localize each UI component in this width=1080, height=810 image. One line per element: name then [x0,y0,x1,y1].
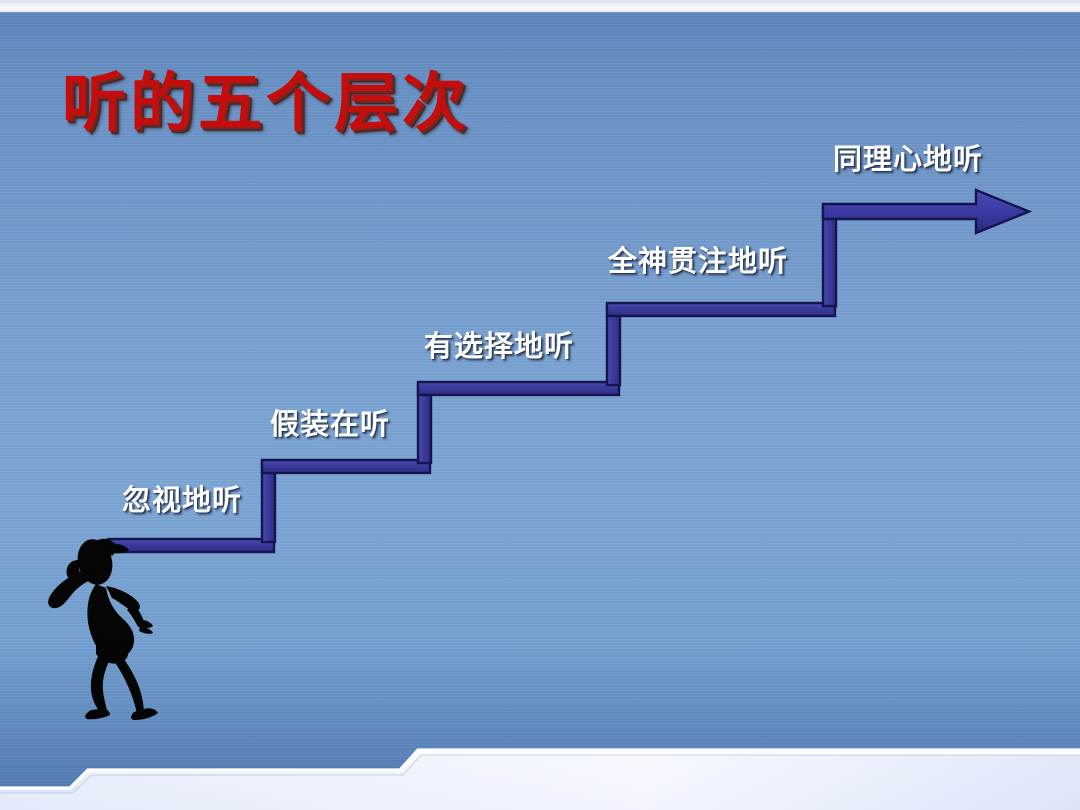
listening-person-silhouette [48,538,158,720]
bottom-decoration-band [0,748,1080,810]
step-label-4: 全神贯注地听 [608,246,789,278]
page-title: 听的五个层次 [62,68,470,139]
stair-segment-5-arrow [821,188,1033,235]
step-label-2: 假装在听 [270,409,391,441]
step-label-3: 有选择地听 [424,331,575,363]
step-label-1: 忽视地听 [122,485,243,517]
step-label-5: 同理心地听 [833,144,984,176]
